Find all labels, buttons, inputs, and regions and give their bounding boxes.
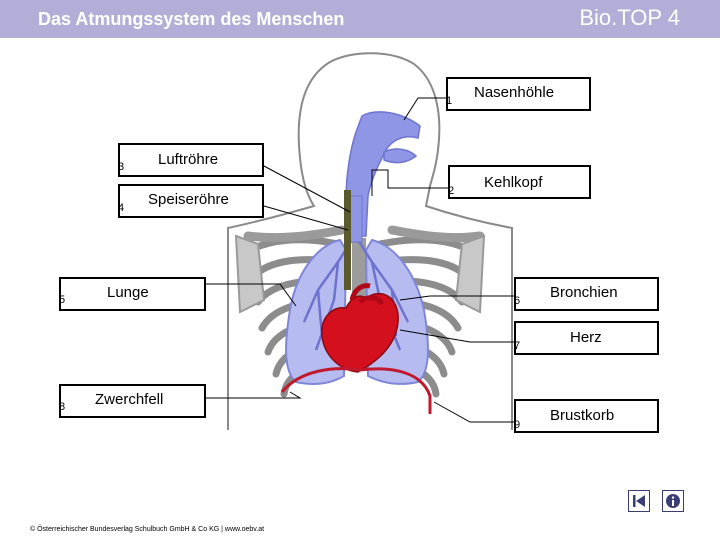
label-box-3[interactable]: 3 Luftröhre — [118, 143, 264, 177]
label-text: Brustkorb — [550, 407, 615, 424]
label-text: Luftröhre — [158, 151, 219, 168]
label-text: Herz — [570, 329, 602, 346]
label-number: 7 — [514, 340, 521, 352]
label-number: 3 — [118, 161, 125, 173]
collarbone — [243, 225, 485, 243]
back-to-start-button[interactable] — [628, 490, 650, 512]
label-text: Nasenhöhle — [474, 84, 555, 101]
body-outline — [227, 52, 513, 430]
label-box-4[interactable]: 4 Speiseröhre — [118, 184, 264, 218]
shoulder-blade — [234, 234, 486, 314]
trachea — [349, 195, 363, 243]
heart — [321, 292, 399, 373]
label-number: 1 — [446, 95, 453, 107]
mouth-cavity — [383, 148, 418, 164]
label-text: Bronchien — [550, 284, 618, 301]
label-text: Speiseröhre — [148, 191, 229, 208]
label-number: 2 — [448, 185, 455, 197]
label-text: Lunge — [107, 284, 149, 301]
label-number: 4 — [118, 202, 125, 214]
back-to-start-icon — [633, 495, 645, 507]
label-number: 5 — [59, 294, 66, 306]
brand-logo: Bio.TOP 4 — [579, 5, 680, 30]
label-box-8[interactable]: 8 Zwerchfell — [59, 384, 206, 418]
label-text: Kehlkopf — [484, 174, 543, 191]
esophagus — [344, 190, 351, 290]
info-icon — [666, 494, 680, 508]
label-text: Zwerchfell — [95, 391, 164, 408]
label-box-6[interactable]: 6 Bronchien — [514, 277, 659, 311]
header-bar: Das Atmungssystem des Menschen Bio.TOP 4 — [0, 0, 720, 38]
label-number: 9 — [514, 419, 521, 431]
label-box-2[interactable]: 2 Kehlkopf — [448, 165, 591, 199]
label-number: 6 — [514, 295, 521, 307]
page-title: Das Atmungssystem des Menschen — [38, 9, 345, 29]
info-button[interactable] — [662, 490, 684, 512]
label-number: 8 — [59, 401, 66, 413]
copyright-notice: © Österreichischer Bundesverlag Schulbuc… — [30, 526, 265, 533]
bronchial-tree — [302, 239, 410, 351]
label-box-9[interactable]: 9 Brustkorb — [514, 399, 659, 433]
label-box-7[interactable]: 7 Herz — [514, 321, 659, 355]
leader-lines — [206, 97, 514, 423]
diaphragm — [280, 367, 432, 414]
heart-vessels — [349, 283, 385, 306]
label-box-5[interactable]: 5 Lunge — [59, 277, 206, 311]
label-box-1[interactable]: 1 Nasenhöhle — [446, 77, 591, 111]
